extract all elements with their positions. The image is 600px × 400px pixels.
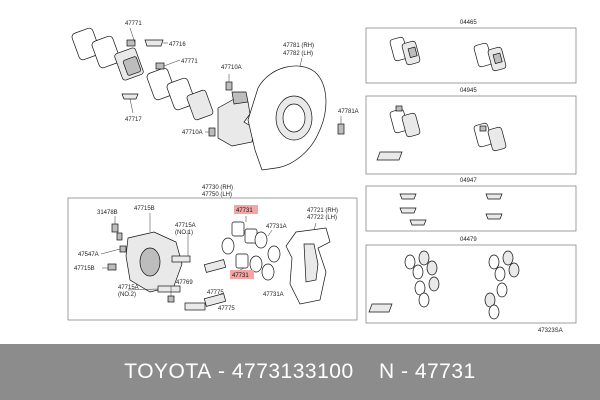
label-47730-rh: 47730 (RH)	[202, 185, 233, 191]
label-47781-rh: 47781 (RH)	[283, 43, 314, 49]
caliper-body-group	[100, 213, 227, 311]
label-47731-highlighted-top: 47731	[236, 208, 253, 214]
label-47769: 47769	[176, 280, 193, 286]
highlight-47731-top	[234, 205, 258, 214]
footer-brand: TOYOTA	[124, 360, 212, 383]
kit-04465-pads	[389, 36, 507, 72]
footer-ref-number: 47731	[414, 360, 476, 383]
label-47750-lh: 47750 (LH)	[202, 192, 232, 198]
kit-box-04945	[365, 95, 577, 175]
disc-cover-group	[247, 57, 345, 171]
label-47716: 47716	[169, 42, 186, 48]
kit-04947-clips	[399, 193, 503, 226]
footer-separator-1: -	[211, 360, 232, 383]
label-47715b-top: 47715B	[134, 206, 155, 212]
diagram-code: 47323SA	[538, 328, 563, 334]
label-47715a-no1-note: (NO.1)	[175, 230, 193, 236]
label-47731-highlighted-mid: 47731	[232, 273, 249, 279]
label-04465: 04465	[460, 20, 477, 26]
label-47710a-top: 47710A	[221, 65, 242, 71]
label-31478b: 31478B	[97, 210, 118, 216]
highlight-47731-mid	[230, 270, 254, 279]
label-47731a-bottom: 47731A	[263, 292, 284, 298]
exploded-brake-diagram: 47771 47716 47771 47717 47710A 47710A 47…	[67, 20, 577, 334]
label-47717: 47717	[125, 117, 142, 123]
label-47715a-no1: 47715A	[175, 223, 196, 229]
kit-box-04479	[365, 244, 577, 324]
label-47721-rh: 47721 (RH)	[307, 208, 338, 214]
label-47715a-no2-note: (NO.2)	[118, 292, 136, 298]
footer-part-number: 4773133100	[231, 360, 354, 383]
label-47715b-bottom: 47715B	[74, 266, 95, 272]
footer-separator-2: N -	[353, 360, 415, 383]
caliper-assembly-box	[67, 197, 358, 321]
front-pad-group	[71, 27, 214, 121]
label-47547a: 47547A	[78, 252, 99, 258]
label-47775-upper: 47775	[207, 290, 224, 296]
kit-box-04465	[365, 27, 577, 84]
label-47781a: 47781A	[338, 109, 359, 115]
label-47771-mid: 47771	[181, 59, 198, 65]
label-04947: 04947	[460, 178, 477, 184]
label-04479: 04479	[460, 237, 477, 243]
label-47731a-top: 47731A	[266, 224, 287, 230]
label-47775-lower: 47775	[218, 306, 235, 312]
caliper-bracket-group	[285, 222, 331, 305]
kit-04479-seals	[368, 250, 520, 320]
label-47722-lh: 47722 (LH)	[307, 215, 337, 221]
label-47782-lh: 47782 (LH)	[283, 51, 313, 57]
kit-box-04947	[365, 185, 577, 232]
label-47715a-no2: 47715A	[118, 285, 139, 291]
label-47710a-bottom: 47710A	[182, 130, 203, 136]
label-47771-top: 47771	[125, 21, 142, 27]
piston-seal-group	[221, 216, 281, 281]
part-number-banner: TOYOTA - 4773133100 N - 47731	[0, 344, 600, 400]
label-04945: 04945	[460, 88, 477, 94]
kit-04945-shims	[376, 105, 507, 161]
caliper-mount-group	[205, 74, 255, 147]
